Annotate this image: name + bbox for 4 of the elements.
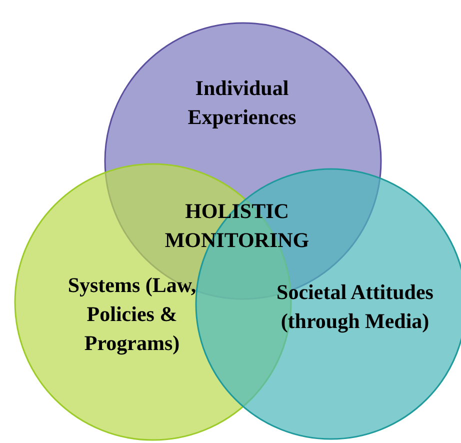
set-label: Societal Attitudes (through Media) [276, 279, 434, 335]
set-label: Systems (Law, Policies & Programs) [66, 272, 198, 357]
set-label: Individual Experiences [186, 75, 298, 131]
center-label: HOLISTIC MONITORING [164, 198, 310, 254]
